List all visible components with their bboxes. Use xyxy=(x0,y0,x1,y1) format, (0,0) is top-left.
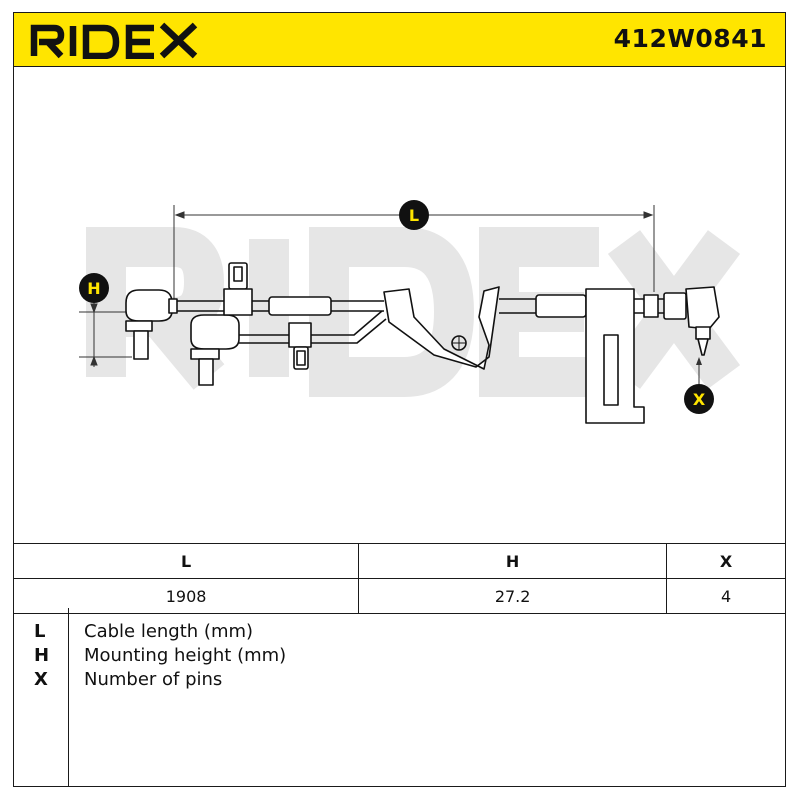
legend-key-column xyxy=(14,608,69,787)
technical-drawing: L H X xyxy=(14,67,785,543)
legend-desc-h: Mounting height (mm) xyxy=(84,645,287,666)
value-x: 4 xyxy=(666,578,785,614)
legend-key-x: X xyxy=(34,669,48,690)
dimension-h xyxy=(79,303,132,367)
value-h: 27.2 xyxy=(358,578,668,614)
marker-l-label: L xyxy=(409,206,419,225)
marker-x-label: X xyxy=(693,390,706,409)
product-sheet: 412W0841 L xyxy=(13,12,786,787)
legend: L Cable length (mm) H Mounting height (m… xyxy=(14,608,785,787)
spec-header-row: L H X xyxy=(14,543,785,579)
col-header-x: X xyxy=(666,543,785,579)
marker-l xyxy=(399,200,429,230)
ridex-logo xyxy=(30,22,198,59)
abs-sensor-drawing: L H X xyxy=(79,200,741,424)
header-bar: 412W0841 xyxy=(14,13,785,67)
legend-desc-l: Cable length (mm) xyxy=(84,621,254,642)
col-header-l: L xyxy=(14,543,360,579)
marker-h xyxy=(79,273,109,303)
legend-key-h: H xyxy=(34,645,50,666)
value-l: 1908 xyxy=(14,578,360,614)
marker-x xyxy=(684,384,714,414)
spec-table: L H X 1908 27.2 4 xyxy=(14,543,785,614)
marker-h-label: H xyxy=(87,279,100,298)
legend-desc-x: Number of pins xyxy=(84,669,223,690)
abs-sensor-cable xyxy=(125,262,720,424)
part-number: 412W0841 xyxy=(613,24,767,53)
col-header-h: H xyxy=(358,543,668,579)
legend-key-l: L xyxy=(34,621,46,642)
spec-value-row: 1908 27.2 4 xyxy=(14,578,785,614)
